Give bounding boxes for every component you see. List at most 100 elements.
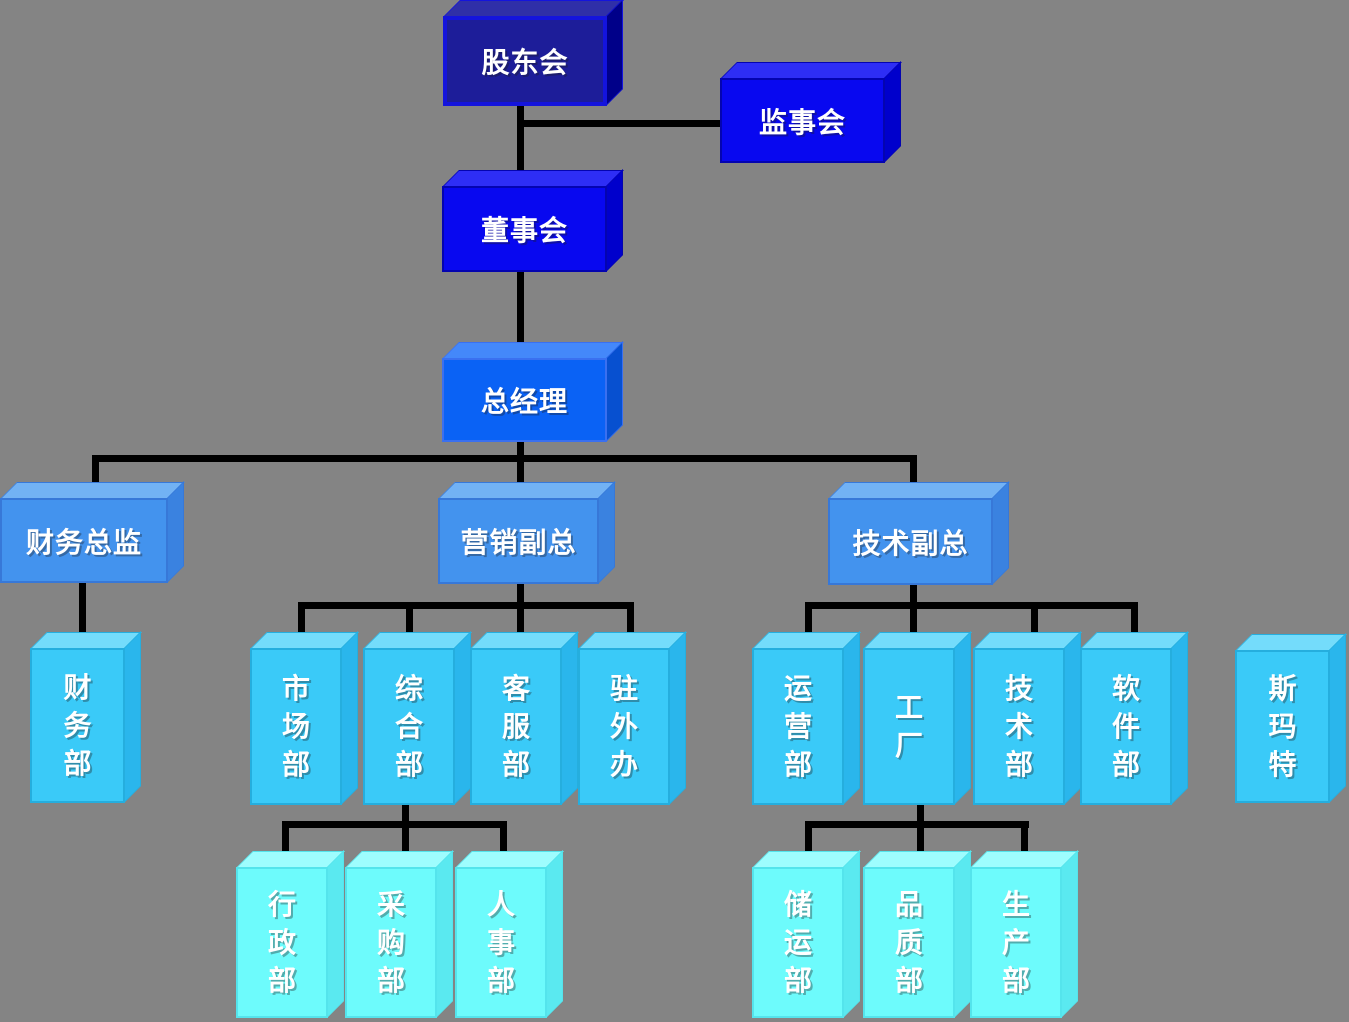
box-front-face: 工厂 — [863, 648, 955, 805]
box-front-face: 斯玛特 — [1235, 650, 1330, 803]
org-node-label: 财务部 — [63, 670, 92, 780]
box-top-face — [443, 0, 624, 17]
box-front-face: 总经理 — [442, 358, 607, 442]
org-node-board-of-directors[interactable]: 董事会 — [442, 169, 624, 272]
connector-line — [805, 602, 1138, 609]
box-side-face — [606, 341, 623, 442]
connector-line — [500, 821, 507, 859]
box-front-face: 采购部 — [345, 867, 437, 1018]
org-node-supervisory-board[interactable]: 监事会 — [720, 61, 902, 163]
connector-line — [910, 585, 917, 609]
box-top-face — [828, 482, 1010, 499]
box-side-face — [992, 481, 1009, 585]
org-node-software-dept[interactable]: 软件部 — [1080, 631, 1189, 805]
box-top-face — [0, 482, 185, 499]
org-node-purchasing-dept[interactable]: 采购部 — [345, 850, 454, 1018]
connector-line — [517, 106, 524, 188]
box-side-face — [327, 850, 344, 1018]
connector-line — [910, 602, 917, 652]
connector-line — [917, 821, 924, 869]
org-node-marketing-vp[interactable]: 营销副总 — [438, 481, 616, 584]
box-top-face — [442, 170, 624, 187]
connector-line — [1031, 602, 1038, 644]
connector-line — [627, 602, 634, 644]
box-side-face — [167, 481, 184, 583]
box-front-face: 软件部 — [1080, 648, 1172, 805]
org-node-label: 储运部 — [783, 887, 812, 997]
org-node-shareholders[interactable]: 股东会 — [443, 0, 624, 106]
org-node-market-dept[interactable]: 市场部 — [250, 631, 359, 805]
box-front-face: 股东会 — [443, 16, 607, 106]
connector-line — [910, 455, 917, 503]
box-front-face: 人事部 — [455, 867, 547, 1018]
org-node-label: 工厂 — [894, 690, 923, 762]
org-node-technology-vp[interactable]: 技术副总 — [828, 481, 1010, 585]
org-node-admin-dept[interactable]: 行政部 — [236, 850, 345, 1018]
box-front-face: 行政部 — [236, 867, 328, 1018]
org-node-production-dept[interactable]: 生产部 — [970, 850, 1079, 1018]
connector-line — [92, 455, 99, 495]
connector-line — [282, 821, 289, 861]
org-node-label: 斯玛特 — [1268, 671, 1297, 781]
box-front-face: 市场部 — [250, 648, 342, 805]
box-front-face: 技术部 — [973, 648, 1065, 805]
org-node-label: 财务总监 — [25, 525, 142, 559]
box-side-face — [436, 850, 453, 1018]
box-top-face — [442, 342, 624, 359]
org-node-technology-dept[interactable]: 技术部 — [973, 631, 1082, 805]
org-node-general-affairs-dept[interactable]: 综合部 — [363, 631, 472, 805]
org-node-label: 品质部 — [894, 887, 923, 997]
box-front-face: 综合部 — [363, 648, 455, 805]
box-front-face: 董事会 — [442, 186, 607, 272]
org-node-overseas-office[interactable]: 驻外办 — [578, 631, 687, 805]
box-side-face — [341, 631, 358, 805]
box-side-face — [546, 850, 563, 1018]
connector-line — [805, 821, 812, 861]
org-node-smart[interactable]: 斯玛特 — [1235, 633, 1347, 803]
connector-line — [92, 455, 917, 462]
org-node-label: 人事部 — [486, 887, 515, 997]
box-front-face: 储运部 — [752, 867, 844, 1018]
org-node-label: 技术部 — [1004, 671, 1033, 781]
org-node-label: 行政部 — [267, 887, 296, 997]
box-side-face — [843, 631, 860, 805]
connector-line — [517, 584, 524, 609]
box-side-face — [598, 481, 615, 584]
org-node-label: 总经理 — [480, 385, 568, 418]
box-front-face: 技术副总 — [828, 498, 993, 585]
connector-line — [402, 802, 409, 823]
box-front-face: 客服部 — [470, 648, 562, 805]
box-side-face — [1171, 631, 1188, 805]
org-node-label: 生产部 — [1001, 887, 1030, 997]
org-node-finance-director[interactable]: 财务总监 — [0, 481, 185, 583]
org-node-general-manager[interactable]: 总经理 — [442, 341, 624, 442]
connector-line — [1021, 821, 1028, 859]
connector-line — [282, 821, 507, 828]
box-top-face — [720, 62, 902, 79]
box-side-face — [954, 850, 971, 1018]
org-node-label: 营销副总 — [460, 526, 577, 559]
org-node-label: 软件部 — [1111, 671, 1140, 781]
box-side-face — [843, 850, 860, 1018]
org-node-customer-service-dept[interactable]: 客服部 — [470, 631, 579, 805]
box-side-face — [1064, 631, 1081, 805]
org-node-storage-transport-dept[interactable]: 储运部 — [752, 850, 861, 1018]
connector-line — [402, 821, 409, 869]
org-node-operations-dept[interactable]: 运营部 — [752, 631, 861, 805]
box-front-face: 品质部 — [863, 867, 955, 1018]
org-node-factory[interactable]: 工厂 — [863, 631, 972, 805]
org-node-label: 综合部 — [394, 671, 423, 781]
connector-line — [517, 455, 524, 503]
box-side-face — [954, 631, 971, 805]
org-node-quality-dept[interactable]: 品质部 — [863, 850, 972, 1018]
connector-line — [520, 120, 722, 127]
box-side-face — [606, 0, 623, 106]
box-front-face: 监事会 — [720, 78, 885, 163]
box-front-face: 运营部 — [752, 648, 844, 805]
org-node-hr-dept[interactable]: 人事部 — [455, 850, 564, 1018]
org-node-label: 驻外办 — [609, 671, 638, 781]
org-node-label: 董事会 — [480, 214, 568, 247]
connector-line — [298, 602, 634, 609]
connector-line — [406, 602, 413, 650]
org-node-finance-dept[interactable]: 财务部 — [30, 631, 142, 803]
